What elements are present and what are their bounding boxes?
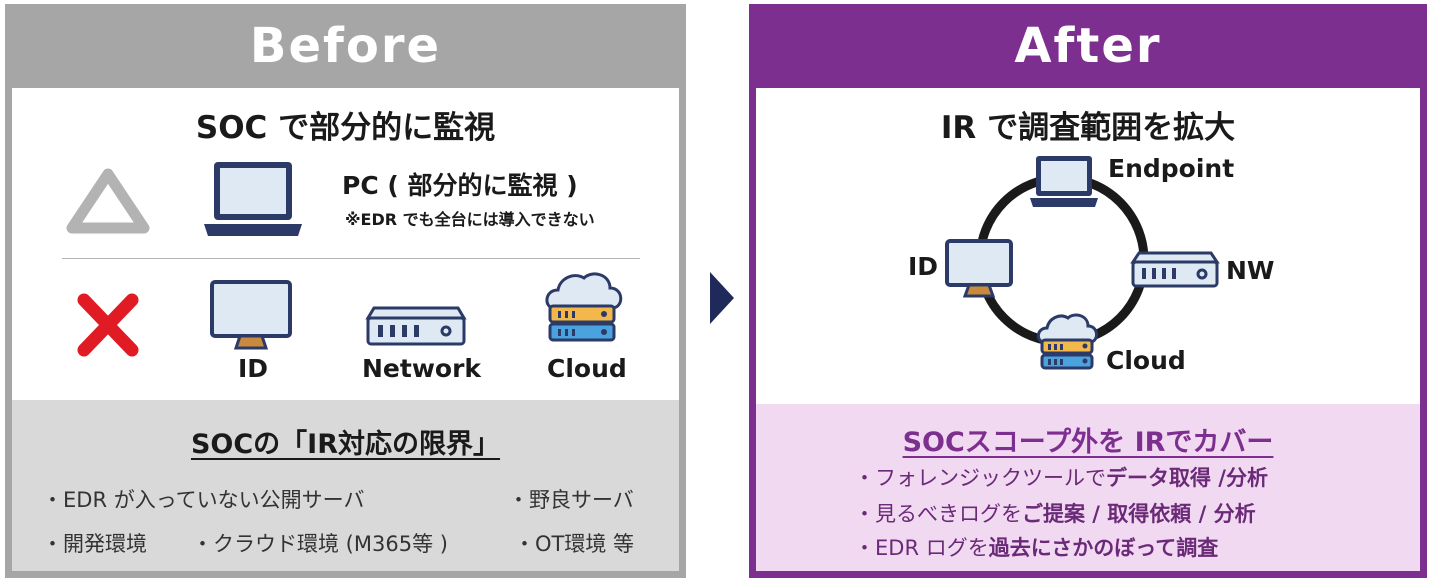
cover-item: ・フォレンジックツールでデータ取得 /分析 (854, 462, 1268, 492)
before-limits: SOCの「IR対応の限界」 ・EDR が入っていない公開サーバ ・野良サーバ ・… (12, 400, 679, 571)
cloud-label: Cloud (547, 354, 627, 383)
cloud-server-icon (1036, 313, 1098, 370)
cloud-node-label: Cloud (1106, 346, 1186, 375)
cloud-server-icon (545, 272, 623, 342)
cross-icon (77, 293, 139, 357)
laptop-icon (1030, 156, 1098, 207)
limits-title: SOCの「IR対応の限界」 (190, 429, 501, 460)
after-main: IR で調査範囲を拡大 Endpoint ID NW (756, 88, 1420, 404)
cover-item-text: ・フォレンジックツールで (854, 466, 1106, 490)
limit-item: ・開発環境 (42, 532, 147, 556)
after-title: IR で調査範囲を拡大 (940, 110, 1236, 146)
limit-item: ・OT環境 等 (514, 532, 635, 556)
before-panel: Before SOC で部分的に監視 PC ( 部分的に監視 ) ※EDR でも… (5, 4, 686, 578)
before-header: Before (249, 18, 442, 74)
network-label: Network (362, 354, 482, 383)
cover-item: ・見るべきログをご提案 / 取得依頼 / 分析 (854, 498, 1256, 528)
monitor-icon (945, 239, 1013, 298)
before-main: SOC で部分的に監視 PC ( 部分的に監視 ) ※EDR でも全台には導入で… (12, 88, 679, 400)
after-cover: SOCスコープ外を IRでカバー ・フォレンジックツールでデータ取得 /分析 ・… (756, 404, 1420, 571)
pc-note: ※EDR でも全台には導入できない (345, 210, 595, 229)
network-switch-icon (365, 306, 467, 346)
id-label: ID (238, 354, 269, 383)
chevron-right-icon (710, 272, 734, 324)
monitor-icon (210, 280, 292, 350)
cover-item-emphasis: 過去にさかのぼって調査 (988, 536, 1219, 560)
cover-item-text: ・EDR ログを (854, 536, 989, 560)
triangle-warning-icon (66, 168, 150, 234)
after-header: After (1014, 18, 1162, 74)
after-panel: After IR で調査範囲を拡大 Endpoint ID (749, 4, 1427, 578)
endpoint-label: Endpoint (1108, 154, 1235, 183)
before-title: SOC で部分的に監視 (195, 110, 496, 146)
limit-item: ・クラウド環境 (M365等 ) (192, 532, 448, 556)
cover-item-emphasis: ご提案 / 取得依頼 / 分析 (1022, 502, 1256, 526)
cover-item-emphasis: データ取得 /分析 (1106, 466, 1268, 490)
network-switch-icon (1130, 251, 1220, 288)
cover-item: ・EDR ログを過去にさかのぼって調査 (854, 532, 1218, 562)
nw-label: NW (1226, 256, 1275, 285)
cover-title: SOCスコープ外を IRでカバー (902, 427, 1274, 458)
pc-label: PC ( 部分的に監視 ) (342, 171, 578, 200)
divider (62, 258, 640, 259)
laptop-icon (204, 162, 302, 236)
id-node-label: ID (908, 252, 939, 281)
limit-item: ・EDR が入っていない公開サーバ (42, 488, 365, 512)
cover-item-text: ・見るべきログを (854, 502, 1022, 526)
limit-item: ・野良サーバ (508, 488, 634, 512)
